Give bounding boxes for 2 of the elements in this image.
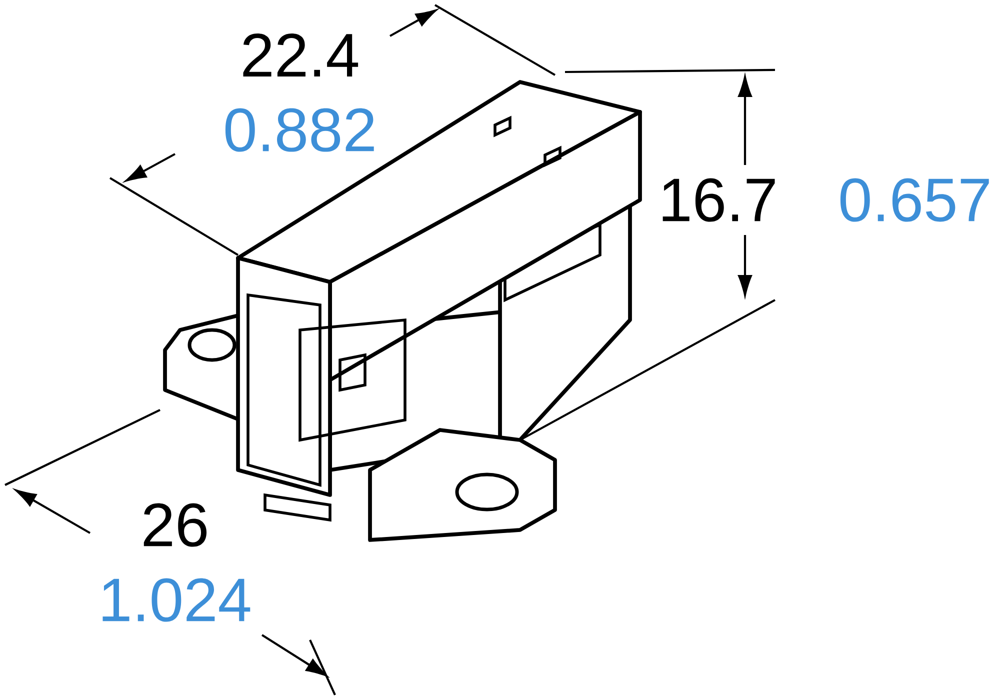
- dimension-value: 0.657: [840, 178, 989, 222]
- dimension-value: 16.7: [662, 178, 775, 222]
